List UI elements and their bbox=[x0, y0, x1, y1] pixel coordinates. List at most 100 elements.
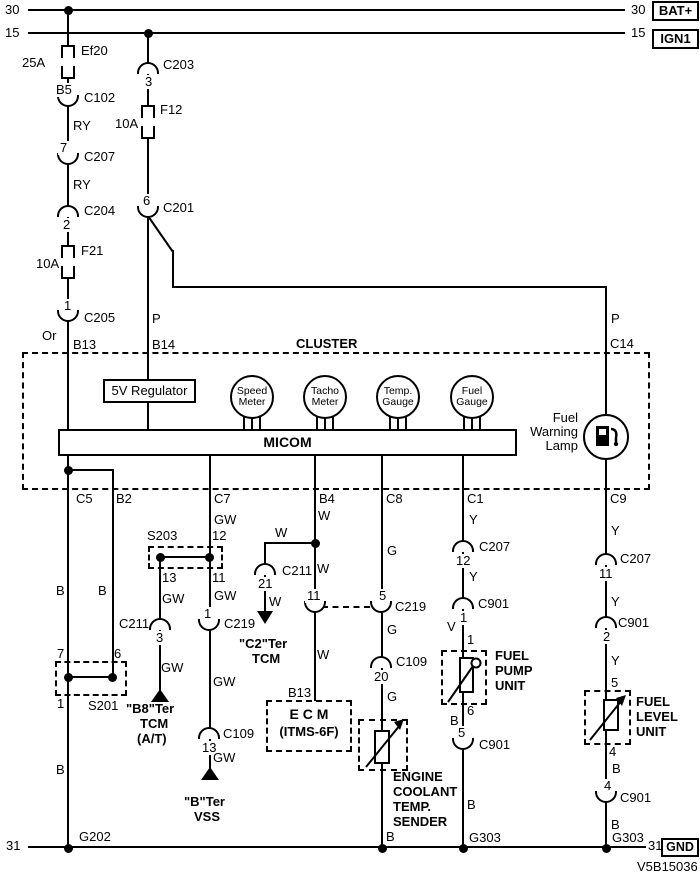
wire-gw-c219: GW bbox=[213, 674, 236, 689]
port-c14: C14 bbox=[610, 336, 634, 351]
fuel-pump-unit-label: FUEL PUMP UNIT bbox=[495, 648, 533, 693]
wire-b-g303a: B bbox=[467, 797, 476, 812]
gnd-terminal-box: GND bbox=[661, 838, 699, 857]
junction-dot bbox=[63, 843, 73, 853]
wire-y-c9: Y bbox=[611, 523, 620, 538]
fuel-warning-lamp bbox=[583, 414, 629, 460]
pump-label-line2: PUMP bbox=[495, 663, 533, 678]
rail15-num-left: 15 bbox=[5, 25, 20, 40]
fuse-ef20-rating: 25A bbox=[22, 55, 46, 70]
rail31-num-right: 31 bbox=[648, 838, 663, 853]
junction-dot bbox=[63, 5, 73, 15]
pin-4-c901: 4 bbox=[602, 778, 614, 794]
ecm-line2: (ITMS-6F) bbox=[279, 724, 339, 739]
connector-link-dashed bbox=[322, 606, 370, 608]
fuse-f12-gap bbox=[139, 117, 157, 127]
pin-13-s203: 13 bbox=[162, 570, 177, 585]
fuse-f12-rating: 10A bbox=[115, 116, 139, 131]
wire-gw-tcm: GW bbox=[161, 660, 184, 675]
term-b8-l3: (A/T) bbox=[137, 731, 167, 746]
gauge-leg bbox=[324, 417, 326, 430]
port-b14: B14 bbox=[152, 337, 176, 352]
wire-w-ecm: W bbox=[317, 647, 330, 662]
fuel-level-unit-label: FUEL LEVEL UNIT bbox=[636, 694, 678, 739]
conn-c901-a: C901 bbox=[478, 596, 510, 611]
wire-w-branch: W bbox=[275, 525, 288, 540]
gauge-label: Gauge bbox=[456, 396, 488, 408]
gauge-leg bbox=[471, 417, 473, 430]
pin-1-pump: 1 bbox=[467, 632, 475, 647]
pump-label-line3: UNIT bbox=[495, 678, 526, 693]
conn-c109-b: C109 bbox=[396, 654, 428, 669]
connector-c211-21 bbox=[254, 563, 276, 575]
fuel-level-unit-symbol bbox=[589, 695, 626, 741]
coolant-label-line4: SENDER bbox=[393, 814, 448, 829]
port-c7: C7 bbox=[214, 491, 231, 506]
wire-b-pump: B bbox=[450, 713, 459, 728]
pin-7-s201: 7 bbox=[57, 646, 65, 661]
wire-p-left: P bbox=[152, 311, 161, 326]
connector-c901-2 bbox=[595, 616, 617, 628]
junction-dot bbox=[310, 538, 320, 548]
lamp-label-line3: Lamp bbox=[545, 438, 578, 453]
connector-c207-12 bbox=[452, 540, 474, 552]
wire-w-b4: W bbox=[318, 508, 331, 523]
conn-c207-c: C207 bbox=[620, 551, 652, 566]
wire-p-right: P bbox=[611, 311, 620, 326]
lamp-label-line2: Warning bbox=[530, 424, 578, 439]
coolant-label-line2: COOLANT bbox=[393, 784, 458, 799]
pin-11-c219: 11 bbox=[305, 588, 323, 604]
pin-11-s203: 11 bbox=[212, 570, 226, 585]
gauge-label: Temp. bbox=[383, 384, 413, 397]
gauge-leg bbox=[463, 417, 465, 430]
conn-c109-a: C109 bbox=[223, 726, 255, 741]
gauge-leg bbox=[397, 417, 399, 430]
gnd-g303-a: G303 bbox=[469, 830, 501, 845]
fuel-pump-icon bbox=[596, 426, 619, 447]
wire-b-g303b: B bbox=[611, 817, 620, 832]
wire-w-11: W bbox=[317, 561, 330, 576]
term-b8-l2: TCM bbox=[140, 716, 169, 731]
cluster-box bbox=[22, 352, 650, 490]
pin-7-c207: 7 bbox=[58, 140, 70, 156]
ign-terminal-box: IGN1 bbox=[652, 29, 699, 49]
rail30-num-right: 30 bbox=[631, 2, 646, 17]
splice-s203-name: S203 bbox=[147, 528, 178, 543]
fuse-f12 bbox=[141, 105, 155, 118]
fuse-ef20 bbox=[61, 45, 75, 58]
level-label-line1: FUEL bbox=[636, 694, 670, 709]
wire-b-c5: B bbox=[56, 583, 65, 598]
fuse-f21-rating: 10A bbox=[36, 256, 60, 271]
term-c2-l2: TCM bbox=[252, 651, 281, 666]
port-c5: C5 bbox=[76, 491, 93, 506]
wire-ry-2: RY bbox=[73, 177, 91, 192]
bat-terminal-box: BAT+ bbox=[652, 1, 699, 21]
connector-c211-3 bbox=[149, 618, 171, 630]
wire-segment bbox=[112, 469, 114, 678]
connector-c109-13 bbox=[198, 727, 220, 739]
wire-gw-13: GW bbox=[162, 591, 185, 606]
junction-dot bbox=[107, 672, 117, 682]
connector-c203-3 bbox=[137, 62, 159, 74]
pin-1-s201: 1 bbox=[57, 696, 65, 711]
fuse-ef20-name: Ef20 bbox=[81, 43, 108, 58]
wire-g-c8: G bbox=[387, 543, 398, 558]
pump-label-line1: FUEL bbox=[495, 648, 529, 663]
pin-12-s203: 12 bbox=[212, 528, 227, 543]
splice-s201-name: S201 bbox=[88, 698, 119, 713]
conn-c219-a: C219 bbox=[224, 616, 256, 631]
pin-11-c207: 11 bbox=[597, 566, 615, 582]
wire-y-11: Y bbox=[611, 594, 620, 609]
wire-w-21: W bbox=[269, 594, 282, 609]
conn-c901-c: C901 bbox=[618, 615, 650, 630]
port-b4: B4 bbox=[319, 491, 335, 506]
splice-s203-box bbox=[148, 546, 223, 569]
connector-c901-1 bbox=[452, 597, 474, 609]
port-c9: C9 bbox=[610, 491, 627, 506]
pin-2-c204: 2 bbox=[61, 217, 73, 233]
wire-segment bbox=[314, 456, 316, 701]
junction-dot bbox=[155, 552, 165, 562]
level-label-line2: LEVEL bbox=[636, 709, 678, 724]
